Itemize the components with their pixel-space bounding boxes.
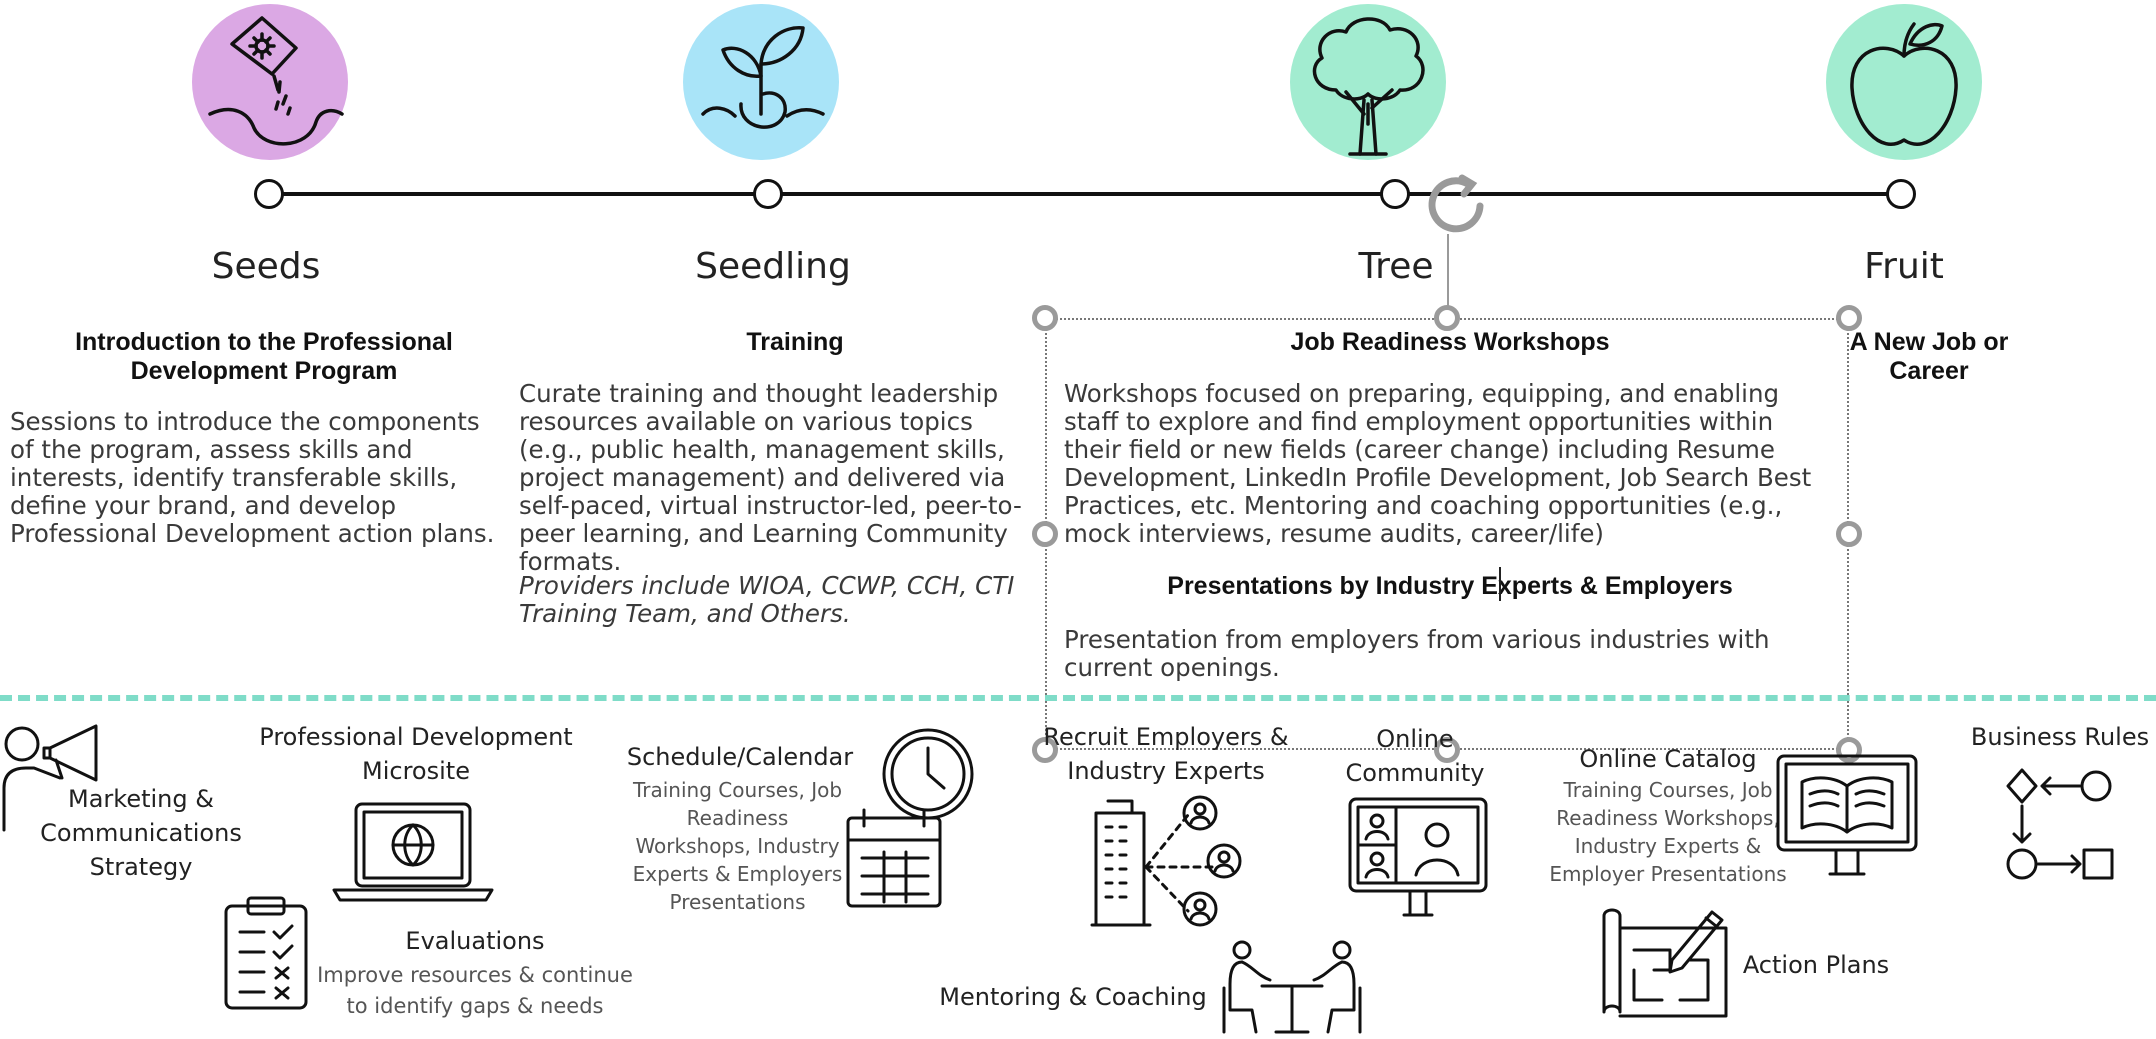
stage-label-seeds: Seeds bbox=[211, 246, 321, 287]
catalog-label: Online Catalog bbox=[1579, 745, 1757, 773]
microsite-label: Professional Development Microsite bbox=[259, 723, 573, 785]
meeting-table-icon bbox=[1222, 940, 1362, 1034]
evaluations-label: Evaluations bbox=[405, 927, 545, 955]
seedling-body: Curate training and thought leadership r… bbox=[519, 379, 1022, 576]
rotate-handle-icon[interactable] bbox=[1418, 170, 1494, 242]
mentoring-label: Mentoring & Coaching bbox=[939, 983, 1207, 1011]
tree-heading: Job Readiness Workshops bbox=[1290, 328, 1610, 356]
resize-handle-right[interactable] bbox=[1836, 521, 1862, 547]
resize-handle-top-left[interactable] bbox=[1032, 305, 1058, 331]
action-plans-label: Action Plans bbox=[1742, 951, 1890, 979]
seed-packet-icon bbox=[208, 16, 344, 146]
stage-label-seedling: Seedling bbox=[695, 246, 851, 287]
timeline-node-tree bbox=[1380, 179, 1410, 209]
apple-icon bbox=[1850, 22, 1958, 146]
community-label: Online Community bbox=[1345, 725, 1485, 787]
business-rules-label: Business Rules bbox=[1970, 723, 2150, 751]
resize-handle-left[interactable] bbox=[1032, 521, 1058, 547]
blueprint-pencil-icon bbox=[1602, 908, 1728, 1018]
tree-body-2: Presentation from employers from various… bbox=[1064, 625, 1770, 682]
building-network-icon bbox=[1090, 795, 1242, 927]
resize-handle-bottom-right[interactable] bbox=[1836, 737, 1862, 763]
marketing-label: Marketing & Communications Strategy bbox=[40, 785, 242, 881]
catalog-sub: Training Courses, Job Readiness Workshop… bbox=[1549, 778, 1787, 886]
megaphone-person-icon bbox=[2, 724, 98, 832]
flowchart-icon bbox=[2006, 768, 2114, 880]
timeline-node-seeds bbox=[254, 179, 284, 209]
evaluations-sub: Improve resources & continue to identify… bbox=[317, 963, 633, 1018]
schedule-sub: Training Courses, Job Readiness Workshop… bbox=[632, 778, 843, 914]
resize-handle-bottom[interactable] bbox=[1434, 737, 1460, 763]
resize-handle-bottom-left[interactable] bbox=[1032, 737, 1058, 763]
video-call-monitor-icon bbox=[1348, 797, 1488, 917]
sprout-icon bbox=[701, 26, 825, 129]
resize-handle-top[interactable] bbox=[1434, 305, 1460, 331]
tree-icon bbox=[1312, 17, 1425, 156]
stage-label-tree: Tree bbox=[1358, 246, 1434, 287]
schedule-label: Schedule/Calendar bbox=[626, 743, 854, 771]
tree-heading-2: Presentations by Industry Experts & Empl… bbox=[1167, 572, 1733, 600]
rotate-handle-stem bbox=[1447, 234, 1449, 318]
timeline-line bbox=[268, 192, 1900, 196]
text-cursor bbox=[1499, 567, 1501, 601]
timeline-node-fruit bbox=[1886, 179, 1916, 209]
timeline-node-seedling bbox=[753, 179, 783, 209]
seedling-note: Providers include WIOA, CCWP, CCH, CTI T… bbox=[519, 571, 1015, 628]
fruit-heading: A New Job or Career bbox=[1849, 328, 2009, 385]
laptop-globe-icon bbox=[332, 802, 494, 902]
seeds-heading: Introduction to the Professional Develop… bbox=[75, 328, 453, 385]
seeds-body: Sessions to introduce the components of … bbox=[10, 407, 495, 548]
stage-label-fruit: Fruit bbox=[1864, 246, 1944, 287]
recruit-label: Recruit Employers & Industry Experts bbox=[1043, 723, 1289, 785]
clock-calendar-icon bbox=[846, 728, 974, 908]
tree-body: Workshops focused on preparing, equippin… bbox=[1064, 379, 1812, 548]
seedling-heading: Training bbox=[746, 328, 844, 356]
monitor-book-icon bbox=[1776, 754, 1918, 876]
section-divider bbox=[0, 695, 2156, 701]
seeds-circle bbox=[192, 4, 348, 160]
clipboard-checklist-icon bbox=[224, 896, 308, 1010]
resize-handle-top-right[interactable] bbox=[1836, 305, 1862, 331]
